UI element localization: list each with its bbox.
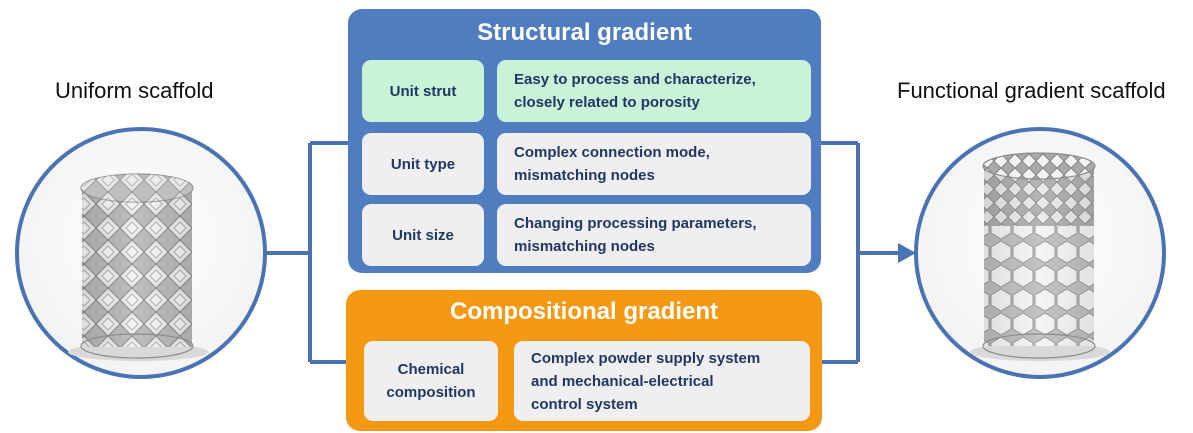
unit-strut-desc-line: closely related to porosity: [514, 94, 700, 111]
arrow-head-icon: [898, 243, 916, 263]
chemical-composition-desc-line: and mechanical-electrical: [531, 372, 714, 390]
chemical-composition-desc-line: Complex powder supply system: [531, 349, 761, 367]
functional-gradient-scaffold-image: [914, 127, 1166, 379]
chemical-composition-description: Complex powder supply system and mechanic…: [514, 341, 810, 421]
unit-type-label-text: Unit type: [390, 155, 456, 173]
chemical-composition-desc-line: control system: [531, 395, 638, 413]
chemical-composition-label-line: composition: [386, 384, 476, 401]
unit-type-description: Complex connection mode, mismatching node…: [497, 133, 811, 195]
unit-size-label-text: Unit size: [392, 226, 454, 244]
unit-type-label: Unit type: [362, 133, 484, 195]
compositional-gradient-panel: Compositional gradient Chemical compositi…: [346, 290, 822, 431]
unit-strut-label: Unit strut: [362, 60, 484, 122]
unit-size-desc-line: Changing processing parameters,: [514, 215, 757, 232]
connector-lines: [265, 141, 900, 364]
uniform-scaffold-image: [15, 127, 267, 379]
unit-type-desc-line: Complex connection mode,: [514, 144, 710, 161]
chemical-composition-label-line: Chemical: [397, 361, 465, 378]
unit-strut-label-text: Unit strut: [389, 82, 457, 100]
structural-gradient-panel: Structural gradient Unit strut Easy to p…: [348, 9, 821, 273]
unit-size-label: Unit size: [362, 204, 484, 266]
unit-strut-description: Easy to process and characterize, closely…: [497, 60, 811, 122]
unit-size-desc-line: mismatching nodes: [514, 238, 655, 255]
unit-strut-desc-line: Easy to process and characterize,: [514, 71, 756, 88]
chemical-composition-label: Chemical composition: [364, 341, 498, 421]
unit-size-description: Changing processing parameters, mismatchi…: [497, 204, 811, 266]
functional-gradient-scaffold-label: Functional gradient scaffold: [897, 78, 1166, 103]
structural-gradient-title: Structural gradient: [477, 19, 692, 46]
unit-type-desc-line: mismatching nodes: [514, 167, 655, 184]
uniform-scaffold-label: Uniform scaffold: [55, 78, 214, 103]
compositional-gradient-title: Compositional gradient: [449, 298, 718, 325]
